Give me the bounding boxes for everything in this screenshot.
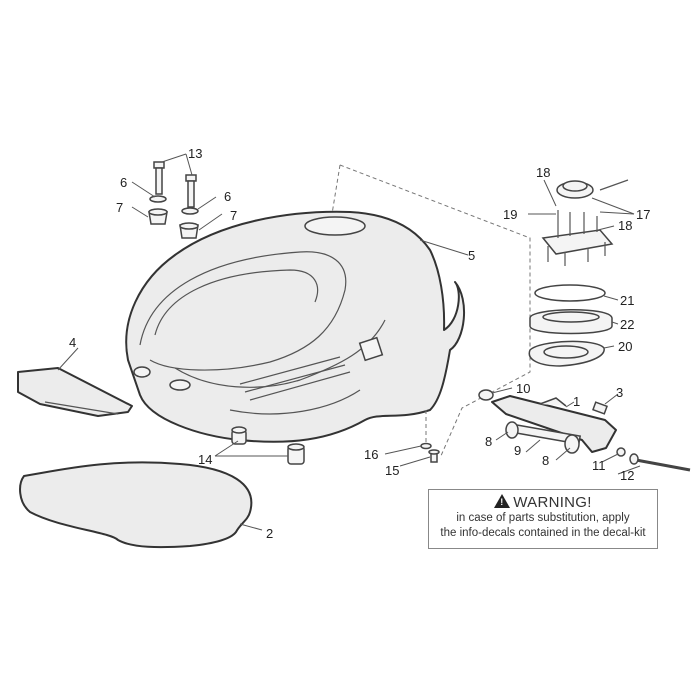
pad-large xyxy=(19,461,253,549)
callout-1: 1 xyxy=(573,394,580,409)
callout-3: 3 xyxy=(616,385,623,400)
callout-8a: 8 xyxy=(485,434,492,449)
tank-cap-dashed-outline xyxy=(339,164,531,459)
callout-17: 17 xyxy=(636,207,650,222)
bolt-right xyxy=(179,174,199,239)
filler-cap-assembly xyxy=(541,179,629,266)
warning-title: WARNING! xyxy=(513,494,592,511)
callout-10: 10 xyxy=(516,381,530,396)
warning-notice: !WARNING! in case of parts substitution,… xyxy=(428,489,658,549)
callout-7a: 7 xyxy=(116,200,123,215)
callout-12: 12 xyxy=(620,468,634,483)
callout-5: 5 xyxy=(468,248,475,263)
callout-4: 4 xyxy=(69,335,76,350)
pad-small xyxy=(17,367,133,417)
leader-lines xyxy=(57,153,641,531)
ring-flange xyxy=(529,309,613,335)
warning-line-2: the info-decals contained in the decal-k… xyxy=(440,527,646,539)
rubber-mount-right xyxy=(287,443,305,465)
rubber-mount-left xyxy=(231,426,247,445)
callout-20: 20 xyxy=(618,339,632,354)
bolt-left xyxy=(148,161,168,225)
callout-11: 11 xyxy=(592,458,606,473)
warning-line-1: in case of parts substitution, apply xyxy=(456,512,630,524)
callout-7b: 7 xyxy=(230,208,237,223)
warning-triangle-icon: ! xyxy=(494,494,511,508)
callout-13: 13 xyxy=(188,146,202,161)
callout-9: 9 xyxy=(514,443,521,458)
callout-22: 22 xyxy=(620,317,634,332)
callout-19: 19 xyxy=(503,207,517,222)
callout-6a: 6 xyxy=(120,175,127,190)
fastener-15-16 xyxy=(420,410,440,463)
callout-18b: 18 xyxy=(618,218,632,233)
callout-6b: 6 xyxy=(224,189,231,204)
callout-14: 14 xyxy=(198,452,212,467)
callout-18a: 18 xyxy=(536,165,550,180)
warning-title-row: !WARNING! xyxy=(429,494,657,511)
gasket-ring xyxy=(534,284,606,302)
support-bracket xyxy=(478,389,691,472)
flange-plate xyxy=(528,340,605,367)
callout-21: 21 xyxy=(620,293,634,308)
callout-16: 16 xyxy=(364,447,378,462)
callout-8b: 8 xyxy=(542,453,549,468)
callout-15: 15 xyxy=(385,463,399,478)
callout-2: 2 xyxy=(266,526,273,541)
fuel-tank xyxy=(125,210,466,443)
